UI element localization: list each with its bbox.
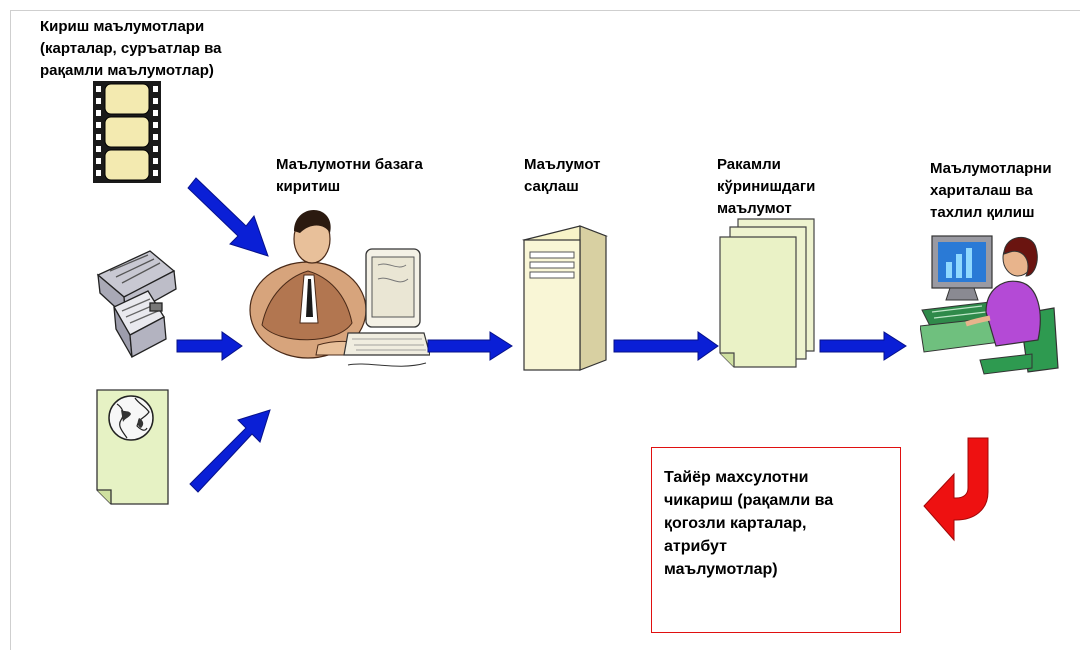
film-strip-icon xyxy=(93,81,161,183)
frame-top-border xyxy=(10,10,1080,11)
output-product-text: Тайёр махсулотни чикариш (рақамли ва қог… xyxy=(664,469,834,578)
frame-left-border xyxy=(10,10,11,650)
curved-return-arrow-icon xyxy=(923,437,989,542)
data-storage-label: Маълумот сақлаш xyxy=(524,156,601,195)
arrow-entry-to-storage xyxy=(427,331,513,361)
scanner-printer-icon xyxy=(96,250,177,359)
arrow-digital-to-mapping xyxy=(819,331,907,361)
server-tower-icon xyxy=(522,225,608,371)
arrow-map-to-entry xyxy=(189,409,271,493)
globe-map-document-icon xyxy=(96,389,169,505)
arrow-film-to-entry xyxy=(187,177,269,257)
arrow-scanner-to-entry xyxy=(176,331,243,361)
arrow-storage-to-digital xyxy=(613,331,719,361)
data-entry-label: Маълумотни базага киритиш xyxy=(276,156,423,195)
woman-at-computer-icon xyxy=(920,235,1059,375)
mapping-analysis-label: Маълумотларни хариталаш ва тахлил қилиш xyxy=(930,160,1052,221)
person-at-computer-icon xyxy=(249,209,430,367)
document-stack-icon xyxy=(719,218,815,368)
digital-data-label: Ракамли кўринишдаги маълумот xyxy=(717,156,816,217)
output-product-box: Тайёр махсулотни чикариш (рақамли ва қог… xyxy=(651,447,901,633)
input-data-label: Кириш маълумотлари (карталар, суръатлар … xyxy=(40,18,222,79)
